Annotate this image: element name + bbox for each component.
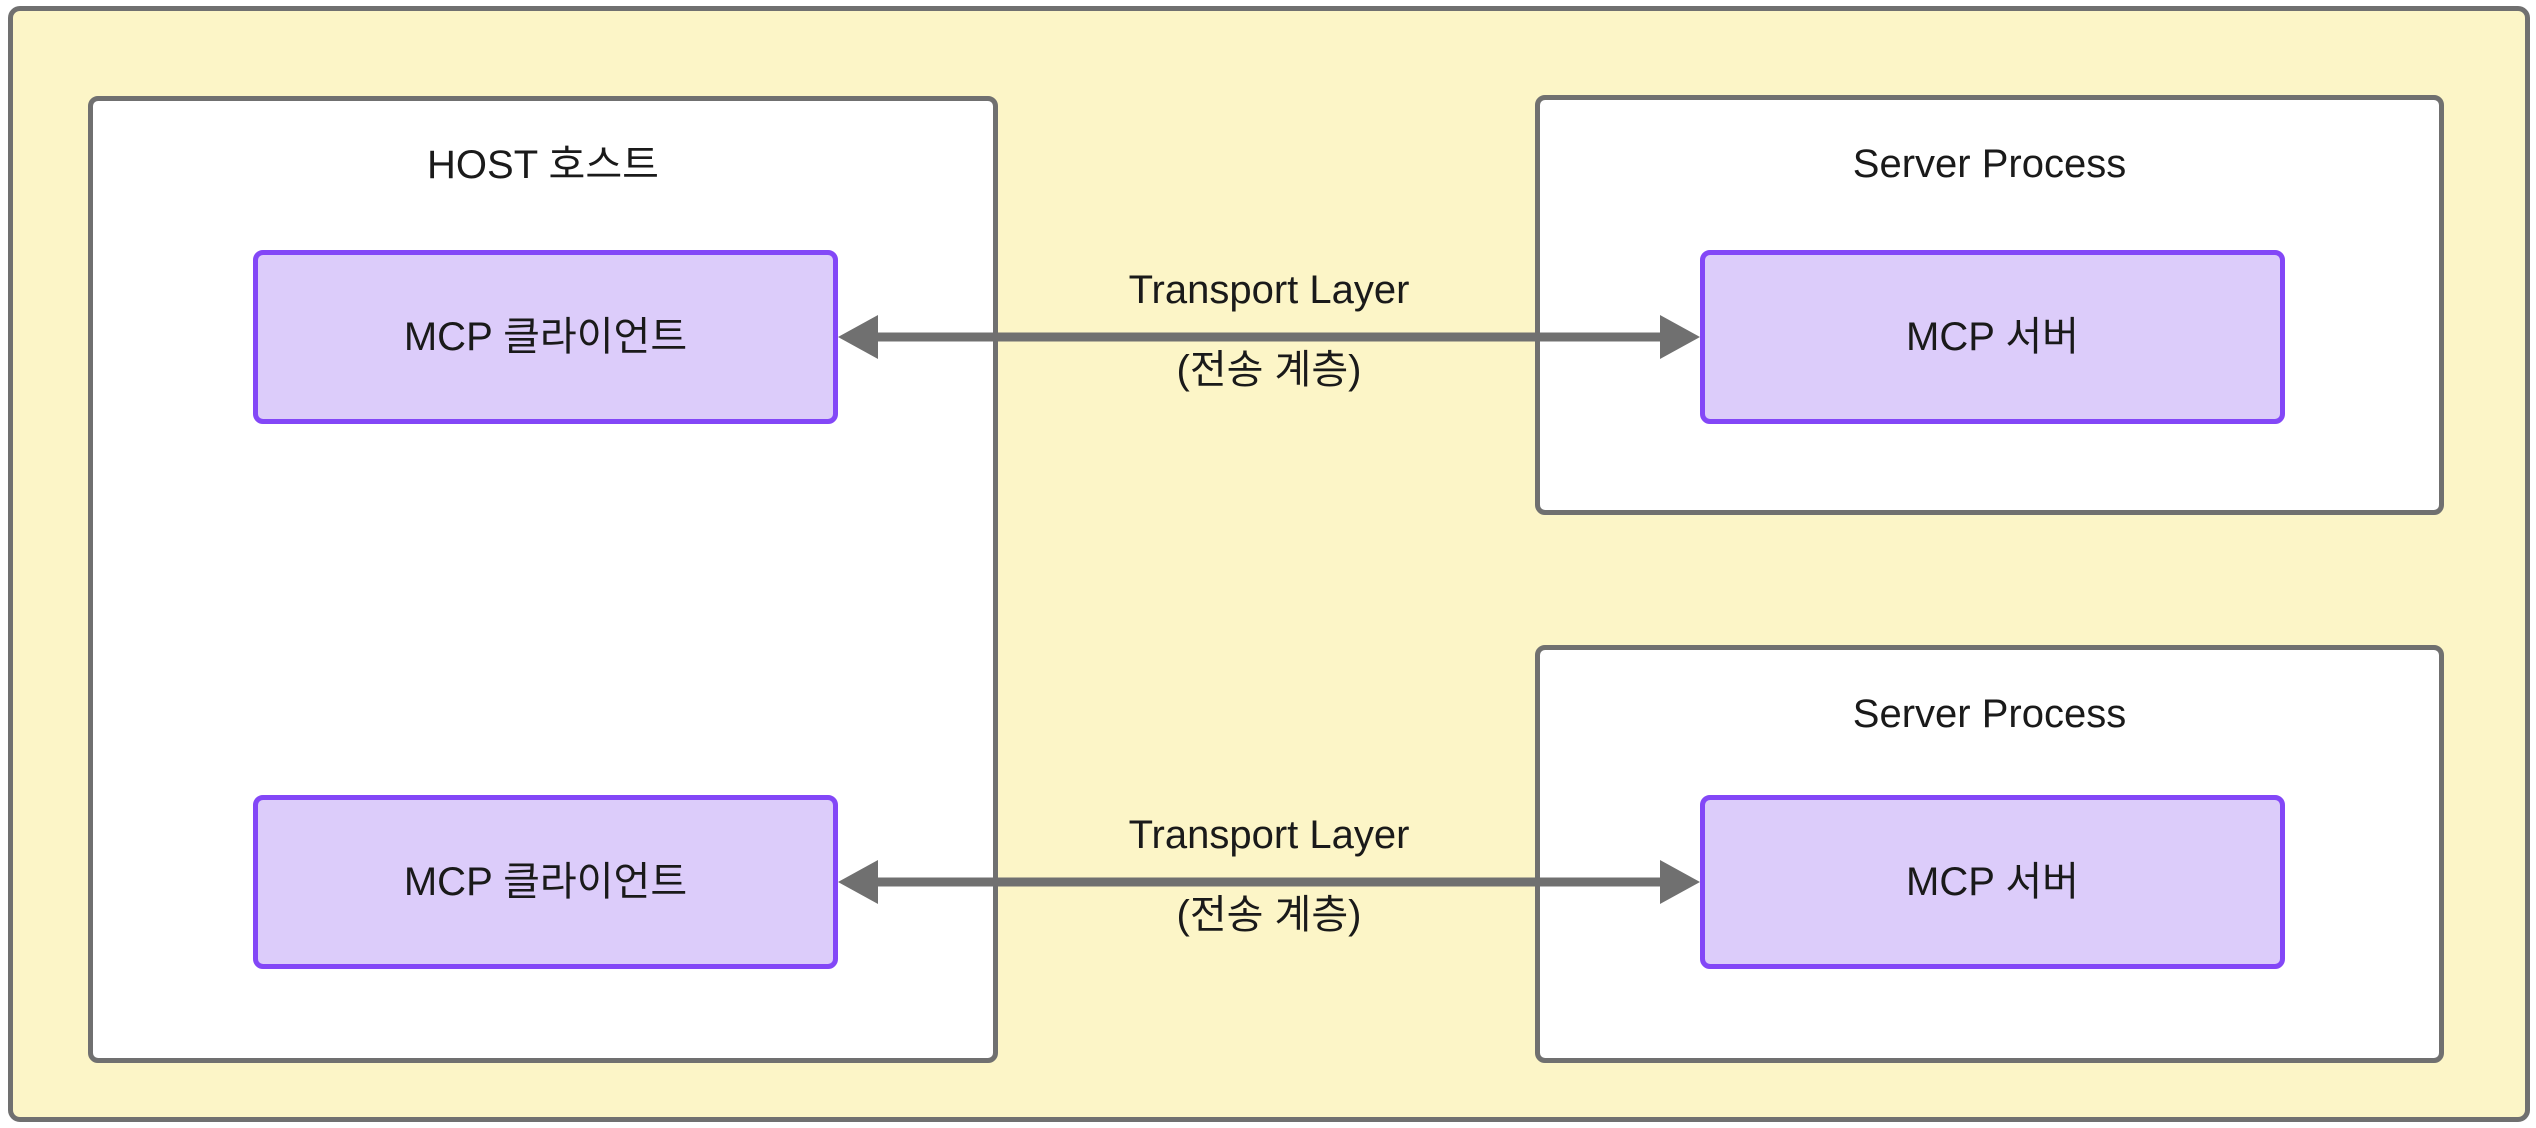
mcp-client-node-2[interactable]: MCP 클라이언트 [253, 795, 838, 969]
mcp-server-node-1-label: MCP 서버 [1906, 315, 2079, 359]
mcp-client-node-1[interactable]: MCP 클라이언트 [253, 250, 838, 424]
mcp-client-node-1-label: MCP 클라이언트 [403, 315, 688, 359]
transport-layer-label-2: Transport Layer (전송 계층) [838, 813, 1700, 937]
server-process-panel-2-title: Server Process [1852, 692, 2127, 736]
mcp-server-node-2[interactable]: MCP 서버 [1700, 795, 2285, 969]
bidirectional-arrow-icon [838, 315, 1700, 359]
mcp-server-node-2-label: MCP 서버 [1906, 860, 2079, 904]
bidirectional-arrow-icon [838, 860, 1700, 904]
mcp-server-node-1[interactable]: MCP 서버 [1700, 250, 2285, 424]
transport-connector-1 [838, 307, 1700, 367]
host-panel-title: HOST 호스트 [427, 143, 659, 187]
transport-connector-2 [838, 852, 1700, 912]
server-process-panel-1-title: Server Process [1852, 142, 2127, 186]
mcp-client-node-2-label: MCP 클라이언트 [403, 860, 688, 904]
transport-layer-label-2-ko: (전송 계층) [1176, 893, 1362, 937]
transport-layer-label-2-en: Transport Layer [1128, 813, 1410, 857]
transport-layer-label-1-en: Transport Layer [1128, 268, 1410, 312]
transport-layer-label-1-ko: (전송 계층) [1176, 348, 1362, 392]
transport-layer-label-1: Transport Layer (전송 계층) [838, 268, 1700, 392]
